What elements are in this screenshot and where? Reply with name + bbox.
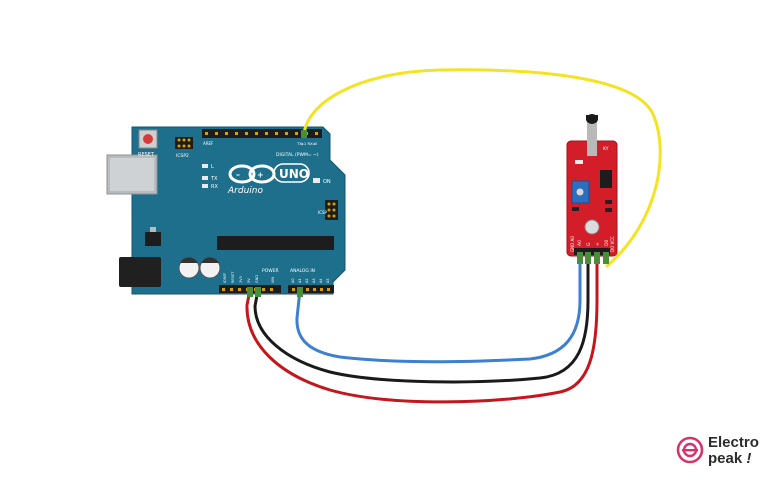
- resistor: [572, 207, 579, 211]
- electropeak-logo: Electro peak !: [676, 432, 764, 472]
- sensor-top-label: KY: [603, 146, 609, 152]
- digital-header: [202, 129, 322, 138]
- sensor-pin-label: +: [595, 242, 601, 246]
- sensor-pin-label: A0: [577, 240, 583, 246]
- led: [575, 160, 583, 164]
- digital-label: DIGITAL (PWM= ~): [276, 152, 319, 158]
- ioref-label: IOREF: [223, 273, 227, 283]
- board-name: Arduino: [227, 186, 263, 196]
- icsp-header: [325, 200, 338, 220]
- on-led: [313, 178, 320, 183]
- electropeak-logo-icon: [676, 436, 704, 464]
- sensor-right-label: DO VCC: [610, 236, 615, 252]
- sensor-pin-label: D0: [604, 240, 610, 246]
- brand-mark: !: [746, 450, 752, 467]
- rx-label: RX: [211, 184, 218, 190]
- capacitors: [178, 257, 221, 279]
- comparator-chip: [600, 170, 612, 188]
- tx-led: [202, 176, 208, 180]
- tx-label: TX: [210, 176, 218, 182]
- svg-text:+: +: [257, 171, 264, 180]
- red-power-wire: [245, 254, 599, 404]
- icsp2-header: [175, 137, 193, 149]
- analog-pin-label: A0: [291, 278, 295, 283]
- icsp2-label: ICSP2: [176, 153, 189, 159]
- vin-label: VIN: [271, 277, 275, 283]
- analog-pin-label: A3: [312, 278, 316, 283]
- analog-pin-label: A5: [326, 278, 330, 283]
- black-ground-wire: [253, 254, 590, 384]
- analog-pin-label: A1: [298, 278, 302, 283]
- blue-analog-wire: [295, 254, 582, 364]
- analog-pin-label: A4: [319, 278, 323, 283]
- svg-text:–: –: [236, 170, 240, 179]
- reset-label: RESET: [138, 152, 155, 158]
- brand-line2-text: peak: [708, 450, 743, 467]
- on-label: ON: [323, 179, 331, 185]
- mounting-hole: [584, 219, 600, 235]
- power-label: POWER: [262, 268, 279, 274]
- reset-pin-label: RESET: [231, 271, 235, 283]
- sensor-pin-header: [574, 248, 610, 255]
- thermistor-probe: [586, 114, 598, 156]
- atmega-chip: [217, 236, 334, 250]
- 3v3-label: 3V3: [239, 276, 243, 283]
- analog-label: ANALOG IN: [290, 268, 315, 274]
- model-label: UNO: [279, 167, 309, 181]
- voltage-regulator: [145, 232, 161, 246]
- gnd-label: GND: [255, 275, 259, 283]
- brand-line2: peak !: [708, 451, 751, 467]
- aref-label: AREF: [203, 141, 214, 146]
- icsp-label: ICSP: [318, 210, 328, 215]
- wires: [245, 68, 662, 404]
- l-label: L: [211, 164, 214, 170]
- arduino-uno-board: RESET ICSP2 DIGITAL (PWM= ~) AREF TX▸1 R…: [106, 126, 346, 295]
- sensor-left-label: GND AO: [570, 236, 575, 252]
- resistor: [605, 208, 612, 212]
- tx-rx-pins-label: TX▸1 RX◂0: [296, 141, 318, 146]
- sensor-pin-label: G: [586, 242, 592, 246]
- l-led: [202, 164, 208, 168]
- 5v-label: 5V: [247, 278, 251, 283]
- dc-jack: [119, 257, 161, 287]
- resistor: [605, 200, 612, 204]
- analog-pin-label: A2: [305, 278, 309, 283]
- analog-header: [288, 285, 334, 293]
- brand-line1: Electro: [708, 434, 759, 451]
- rx-led: [202, 184, 208, 188]
- yellow-signal-wire: [302, 68, 662, 268]
